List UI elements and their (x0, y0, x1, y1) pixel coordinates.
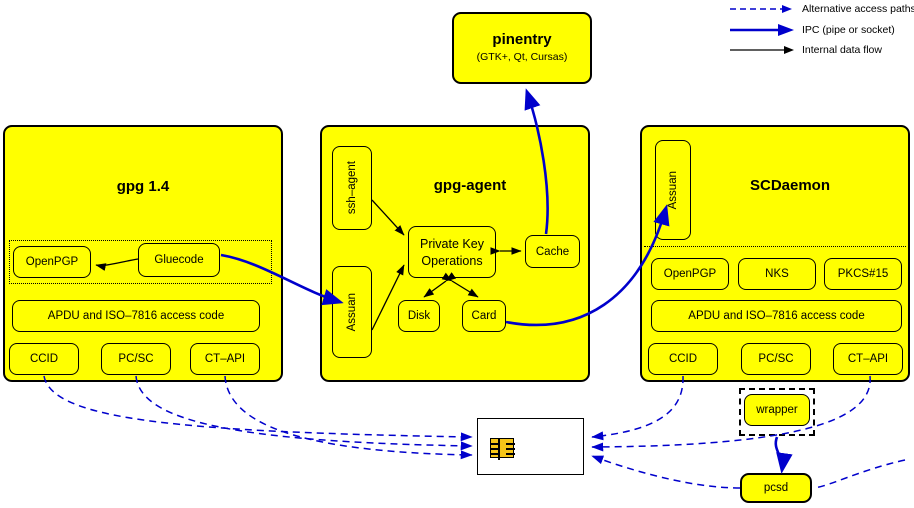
legend-label-internal-data-flow: Internal data flow (802, 44, 882, 56)
scdaemon-apdu-box[interactable]: APDU and ISO–7816 access code (651, 300, 902, 332)
private-key-ops-line-1: Private Key (420, 236, 484, 251)
legend-label-alternative-access-paths: Alternative access paths (802, 3, 914, 15)
private-key-operations-box[interactable]: Private Key Operations (408, 226, 496, 278)
scdaemon-driver-ctapi[interactable]: CT–API (833, 343, 903, 375)
gpg-gluecode-box[interactable]: Gluecode (138, 243, 220, 277)
private-key-ops-line-2: Operations (421, 253, 483, 268)
gpg-agent-assuan-box[interactable]: Assuan (332, 266, 372, 358)
disk-box[interactable]: Disk (398, 300, 440, 332)
gpg-agent-assuan-label: Assuan (346, 292, 358, 332)
gpg-driver-pcsc[interactable]: PC/SC (101, 343, 171, 375)
pcsd-box[interactable]: pcsd (740, 473, 812, 503)
gpg-openpgp-box[interactable]: OpenPGP (13, 246, 91, 278)
pinentry-subtitle: (GTK+, Qt, Cursas) (476, 50, 568, 63)
scdaemon-assuan-label: Assuan (667, 170, 679, 210)
cache-box[interactable]: Cache (525, 235, 580, 268)
smartcard-chip-icon (490, 438, 515, 460)
card-box[interactable]: Card (462, 300, 506, 332)
legend-label-ipc: IPC (pipe or socket) (802, 24, 895, 36)
pinentry-title: pinentry (492, 31, 552, 49)
gpg-driver-ccid[interactable]: CCID (9, 343, 79, 375)
wrapper-box[interactable]: wrapper (744, 394, 810, 426)
scdaemon-driver-ccid[interactable]: CCID (648, 343, 718, 375)
scdaemon-title: SCDaemon (749, 177, 831, 194)
pinentry-box[interactable]: pinentry (GTK+, Qt, Cursas) (452, 12, 592, 84)
gpg-apdu-box[interactable]: APDU and ISO–7816 access code (12, 300, 260, 332)
scdaemon-app-nks[interactable]: NKS (738, 258, 816, 290)
scdaemon-assuan-box[interactable]: Assuan (655, 140, 691, 240)
scdaemon-divider (644, 246, 906, 247)
gpg-1-4-title: gpg 1.4 (116, 178, 170, 195)
scdaemon-driver-pcsc[interactable]: PC/SC (741, 343, 811, 375)
ssh-agent-label: ssh–agent (346, 161, 358, 215)
gpg-agent-title: gpg-agent (433, 177, 507, 194)
scdaemon-app-openpgp[interactable]: OpenPGP (651, 258, 729, 290)
gpg-driver-ctapi[interactable]: CT–API (190, 343, 260, 375)
gpg-agent-ssh-agent-box[interactable]: ssh–agent (332, 146, 372, 230)
scdaemon-app-pkcs15[interactable]: PKCS#15 (824, 258, 902, 290)
smartcard[interactable] (477, 418, 584, 475)
